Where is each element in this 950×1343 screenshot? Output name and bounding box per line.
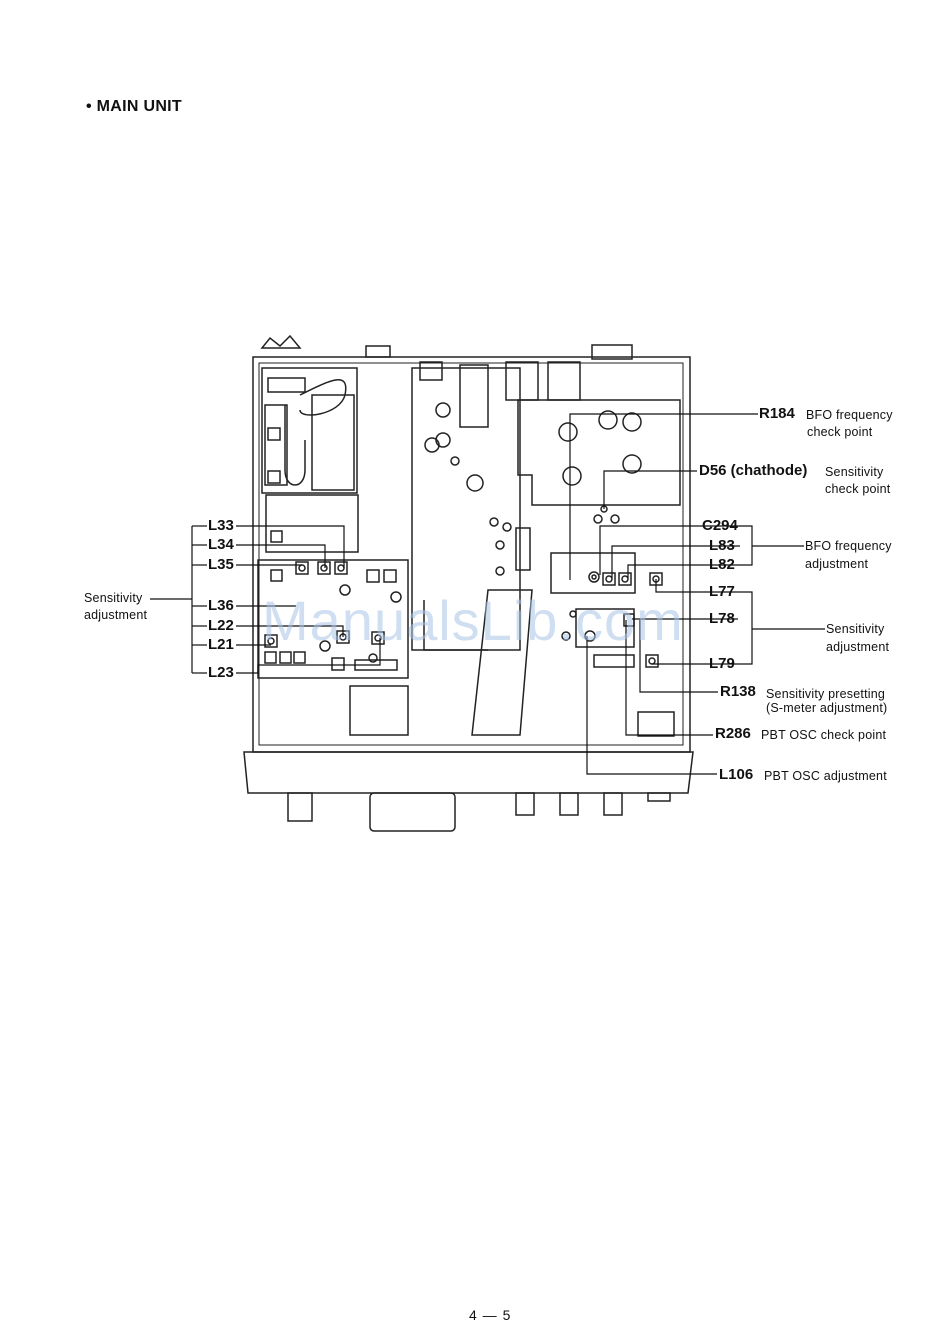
label-R138: R138: [720, 683, 756, 700]
label-L77: L77: [709, 583, 735, 600]
right-board: [517, 399, 681, 506]
label-L83: L83: [709, 537, 735, 554]
label-L35: L35: [208, 556, 234, 573]
front-panel: [243, 751, 694, 794]
front-knob-left: [287, 792, 313, 822]
label-R184: R184: [759, 405, 795, 422]
R184-desc-line2: check point: [807, 425, 873, 439]
label-R286: R286: [715, 725, 751, 742]
ribbon-cable: [471, 589, 533, 736]
top-jack: [591, 344, 633, 360]
left-module: [261, 367, 358, 494]
L106-desc: PBT OSC adjustment: [764, 769, 887, 783]
sens-adj-desc-line1: Sensitivity: [826, 622, 885, 636]
watermark: ManualsLib.com: [262, 589, 684, 652]
top-connector: [365, 345, 391, 358]
label-D56: D56 (chathode): [699, 462, 808, 479]
label-L79: L79: [709, 655, 735, 672]
label-L36: L36: [208, 597, 234, 614]
label-L22: L22: [208, 617, 234, 634]
label-L23: L23: [208, 664, 234, 681]
R138-desc-line1: Sensitivity presetting: [766, 687, 886, 701]
page-number: 4 — 5: [469, 1307, 512, 1323]
lower-left-box: [265, 494, 359, 553]
label-L33: L33: [208, 517, 234, 534]
D56-desc-line2: check point: [825, 482, 891, 496]
R286-desc: PBT OSC check point: [761, 728, 887, 742]
main-dial: [369, 792, 456, 832]
bfo-adj-desc-line1: BFO frequency: [805, 539, 892, 553]
sensitivity-shield: [575, 608, 635, 648]
D56-desc-line1: Sensitivity: [825, 465, 884, 479]
section-heading: • MAIN UNIT: [86, 98, 183, 115]
label-C294: C294: [702, 517, 738, 534]
left-group-desc-line1: Sensitivity: [84, 591, 143, 605]
label-L106: L106: [719, 766, 754, 783]
label-L34: L34: [208, 536, 234, 553]
wing-nut: [260, 334, 302, 349]
label-L82: L82: [709, 556, 735, 573]
label-L78: L78: [709, 610, 735, 627]
R138-desc-line2: (S-meter adjustment): [766, 701, 888, 715]
bfo-adj-desc-line2: adjustment: [805, 557, 869, 571]
bfo-shield: [550, 552, 636, 594]
label-L21: L21: [208, 636, 234, 653]
left-group-desc-line2: adjustment: [84, 608, 148, 622]
R184-desc-line1: BFO frequency: [806, 408, 893, 422]
sens-adj-desc-line2: adjustment: [826, 640, 890, 654]
